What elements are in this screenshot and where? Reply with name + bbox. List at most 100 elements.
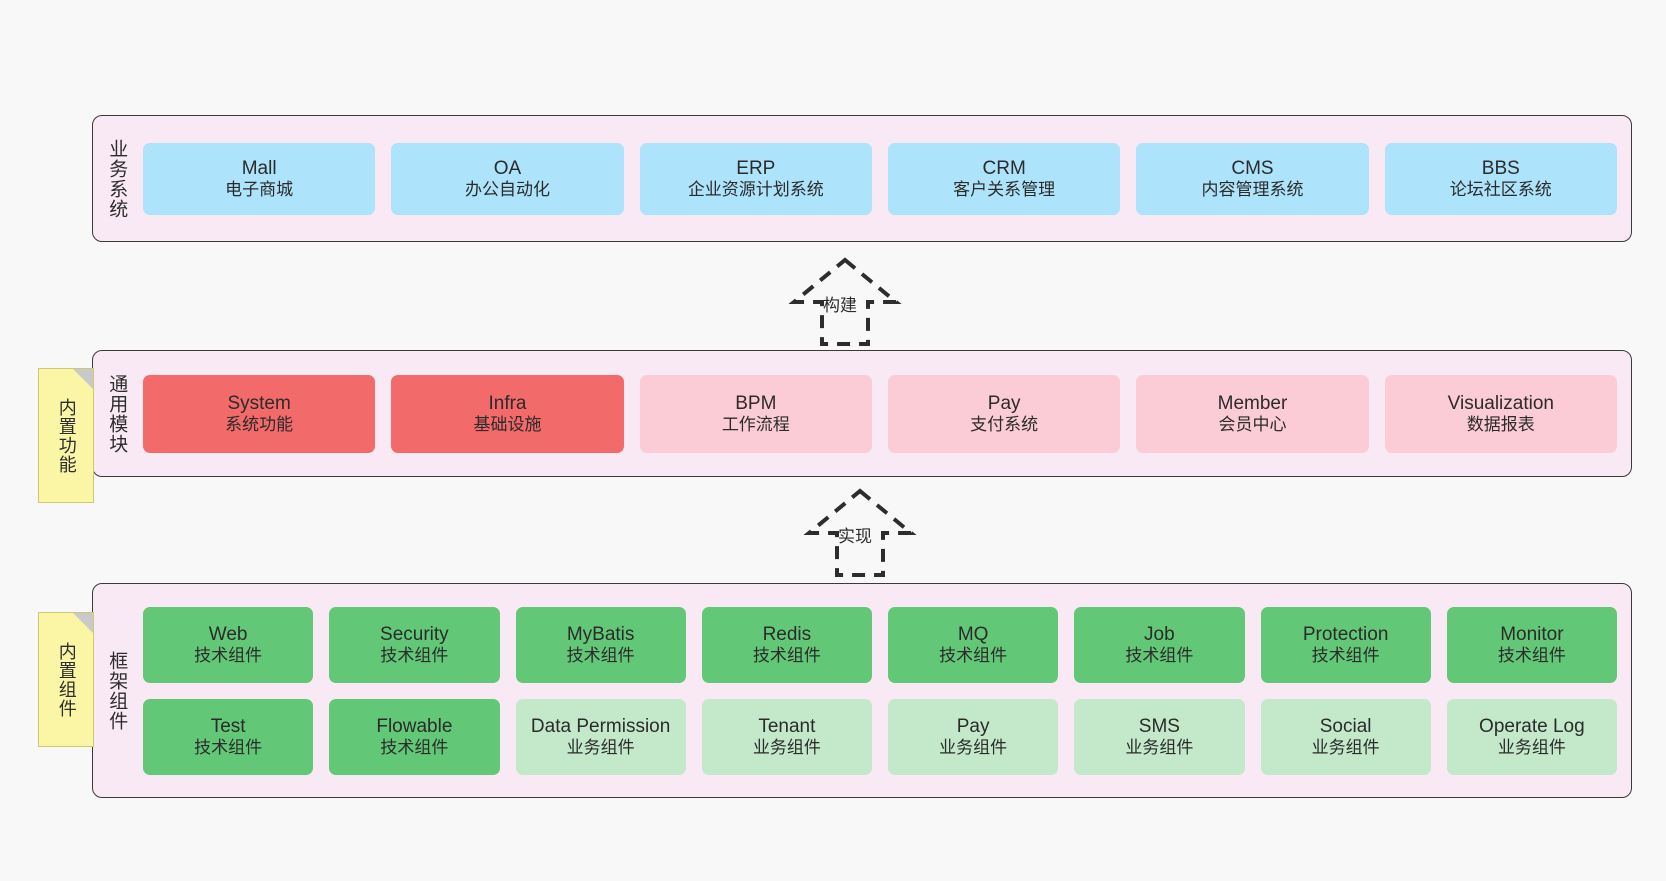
dashed-generalization-arrow-icon <box>803 488 917 577</box>
card-subtitle: 技术组件 <box>194 645 263 665</box>
card-title: Protection <box>1302 623 1389 645</box>
card-title: Social <box>1319 715 1372 737</box>
card-title: Flowable <box>376 715 453 737</box>
note-fold-corner-icon <box>73 369 93 389</box>
card-title: System <box>227 392 291 414</box>
dashed-generalization-arrow-icon <box>788 257 902 346</box>
card-job[interactable]: Job 技术组件 <box>1074 606 1245 683</box>
card-bbs[interactable]: BBS 论坛社区系统 <box>1384 142 1617 215</box>
card-subtitle: 技术组件 <box>752 645 821 665</box>
card-subtitle: 业务组件 <box>1125 737 1194 757</box>
card-operate-log[interactable]: Operate Log 业务组件 <box>1446 698 1617 775</box>
card-member[interactable]: Member 会员中心 <box>1136 374 1369 453</box>
card-subtitle: 技术组件 <box>380 737 449 757</box>
card-subtitle: 基础设施 <box>473 414 542 434</box>
arrow-build: 构建 <box>788 256 902 346</box>
card-title: Monitor <box>1500 623 1564 645</box>
card-flowable[interactable]: Flowable 技术组件 <box>329 698 500 775</box>
card-title: Tenant <box>758 715 816 737</box>
card-title: Job <box>1144 623 1175 645</box>
card-subtitle: 工作流程 <box>721 414 790 434</box>
card-system[interactable]: System 系统功能 <box>143 374 376 453</box>
note-text: 内置组件 <box>56 641 77 718</box>
card-web[interactable]: Web 技术组件 <box>143 606 314 683</box>
card-title: Infra <box>488 392 527 414</box>
card-title: OA <box>493 157 522 179</box>
layer-title-business: 业务系统 <box>106 138 128 219</box>
card-title: Visualization <box>1447 392 1554 414</box>
layer-body-common: System 系统功能 Infra 基础设施 BPM 工作流程 Pay 支付系统… <box>139 351 1631 476</box>
card-subtitle: 业务组件 <box>1497 737 1566 757</box>
card-subtitle: 电子商城 <box>225 179 294 199</box>
card-redis[interactable]: Redis 技术组件 <box>701 606 872 683</box>
card-subtitle: 业务组件 <box>1311 737 1380 757</box>
card-subtitle: 企业资源计划系统 <box>687 179 824 199</box>
arrow-implement: 实现 <box>803 487 917 577</box>
card-title: Mall <box>241 157 277 179</box>
card-title: Redis <box>762 623 812 645</box>
card-subtitle: 业务组件 <box>566 737 635 757</box>
card-pay-component[interactable]: Pay 业务组件 <box>888 698 1059 775</box>
layer-title-common: 通用模块 <box>106 373 128 454</box>
card-social[interactable]: Social 业务组件 <box>1260 698 1431 775</box>
card-subtitle: 技术组件 <box>939 645 1008 665</box>
layer-business-system: 业务系统 Mall 电子商城 OA 办公自动化 ERP 企业资源计划系统 CRM… <box>92 115 1632 242</box>
card-subtitle: 论坛社区系统 <box>1449 179 1552 199</box>
card-security[interactable]: Security 技术组件 <box>329 606 500 683</box>
card-subtitle: 技术组件 <box>566 645 635 665</box>
card-pay[interactable]: Pay 支付系统 <box>887 374 1121 453</box>
card-subtitle: 业务组件 <box>939 737 1008 757</box>
card-test[interactable]: Test 技术组件 <box>143 698 314 775</box>
card-title: CMS <box>1231 157 1274 179</box>
card-subtitle: 技术组件 <box>1125 645 1194 665</box>
card-title: Pay <box>956 715 990 737</box>
layer-common-modules: 通用模块 System 系统功能 Infra 基础设施 BPM 工作流程 Pay… <box>92 350 1632 477</box>
card-title: SMS <box>1138 715 1180 737</box>
card-infra[interactable]: Infra 基础设施 <box>391 374 624 453</box>
card-mq[interactable]: MQ 技术组件 <box>888 606 1059 683</box>
arrow-label-build: 构建 <box>823 296 857 315</box>
card-tenant[interactable]: Tenant 业务组件 <box>701 698 872 775</box>
card-subtitle: 会员中心 <box>1218 414 1287 434</box>
card-subtitle: 技术组件 <box>1497 645 1566 665</box>
card-row-business: Test 技术组件 Flowable 技术组件 Data Permission … <box>143 698 1617 775</box>
card-erp[interactable]: ERP 企业资源计划系统 <box>639 142 872 215</box>
card-subtitle: 客户关系管理 <box>953 179 1056 199</box>
card-bpm[interactable]: BPM 工作流程 <box>639 374 872 453</box>
card-data-permission[interactable]: Data Permission 业务组件 <box>515 698 686 775</box>
card-cms[interactable]: CMS 内容管理系统 <box>1136 142 1369 215</box>
card-subtitle: 技术组件 <box>194 737 263 757</box>
card-title: BBS <box>1481 157 1520 179</box>
card-subtitle: 内容管理系统 <box>1201 179 1304 199</box>
card-title: Data Permission <box>530 715 671 737</box>
arrow-label-implement: 实现 <box>838 527 872 546</box>
note-text: 内置功能 <box>56 397 77 474</box>
card-subtitle: 业务组件 <box>752 737 821 757</box>
card-visualization[interactable]: Visualization 数据报表 <box>1384 374 1617 453</box>
layer-framework-components: 框架组件 Web 技术组件 Security 技术组件 MyBatis 技术组件… <box>92 583 1632 798</box>
card-mybatis[interactable]: MyBatis 技术组件 <box>515 606 686 683</box>
layer-body-business: Mall 电子商城 OA 办公自动化 ERP 企业资源计划系统 CRM 客户关系… <box>139 116 1631 241</box>
card-monitor[interactable]: Monitor 技术组件 <box>1446 606 1617 683</box>
card-title: Member <box>1217 392 1288 414</box>
card-row: Mall 电子商城 OA 办公自动化 ERP 企业资源计划系统 CRM 客户关系… <box>143 142 1617 215</box>
card-title: Pay <box>987 392 1021 414</box>
card-crm[interactable]: CRM 客户关系管理 <box>887 142 1121 215</box>
note-builtin-components: 内置组件 <box>38 612 94 747</box>
card-oa[interactable]: OA 办公自动化 <box>391 142 624 215</box>
card-row: System 系统功能 Infra 基础设施 BPM 工作流程 Pay 支付系统… <box>143 374 1617 453</box>
card-protection[interactable]: Protection 技术组件 <box>1260 606 1431 683</box>
card-sms[interactable]: SMS 业务组件 <box>1074 698 1245 775</box>
note-builtin-functions: 内置功能 <box>38 368 94 503</box>
note-fold-corner-icon <box>73 613 93 633</box>
card-subtitle: 技术组件 <box>380 645 449 665</box>
card-subtitle: 数据报表 <box>1466 414 1535 434</box>
card-title: MyBatis <box>566 623 635 645</box>
card-row-technical: Web 技术组件 Security 技术组件 MyBatis 技术组件 Redi… <box>143 606 1617 683</box>
card-title: MQ <box>957 623 989 645</box>
card-subtitle: 系统功能 <box>225 414 294 434</box>
layer-body-framework: Web 技术组件 Security 技术组件 MyBatis 技术组件 Redi… <box>139 584 1631 797</box>
card-mall[interactable]: Mall 电子商城 <box>143 142 376 215</box>
card-title: Web <box>208 623 248 645</box>
card-title: Test <box>210 715 246 737</box>
